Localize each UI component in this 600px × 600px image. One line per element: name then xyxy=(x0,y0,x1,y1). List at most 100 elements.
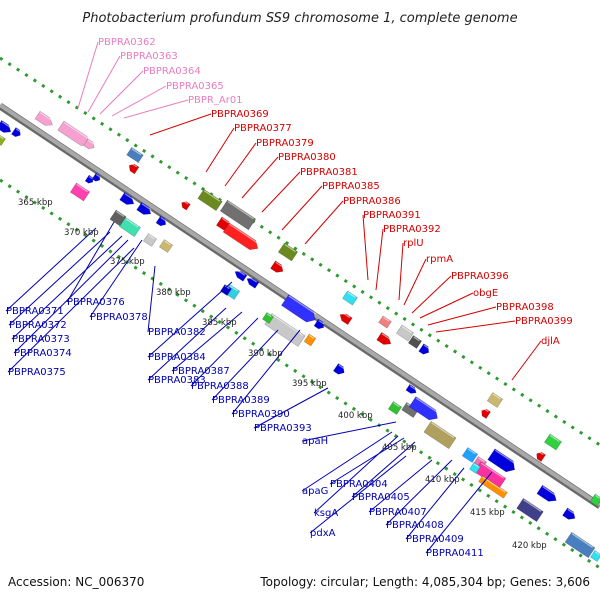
gene-blue-p xyxy=(487,448,517,473)
blue-gene-label-18[interactable]: ksgA xyxy=(314,508,338,519)
pink-gene-label-4[interactable]: PBPR_Ar01 xyxy=(188,95,243,106)
red-gene-leader-6 xyxy=(304,200,344,245)
gene-lightgray-a xyxy=(142,233,158,247)
red-gene-label-13[interactable]: PBPRA0398 xyxy=(496,302,554,313)
gene-darkgray-a xyxy=(219,199,257,231)
blue-gene-leader-17 xyxy=(329,437,405,485)
pink-gene-leader-4 xyxy=(123,99,189,119)
blue-gene-leader-4 xyxy=(7,247,135,373)
blue-gene-label-1[interactable]: PBPRA0372 xyxy=(9,320,67,331)
red-gene-label-3[interactable]: PBPRA0380 xyxy=(278,152,336,163)
gene-blue-f xyxy=(136,201,152,215)
gene-tan-b xyxy=(486,392,504,408)
kbp-tick-11: 420 kbp xyxy=(512,541,547,551)
blue-gene-leader-8 xyxy=(147,281,233,358)
gene-skyblue-a xyxy=(461,447,479,463)
blue-gene-label-12[interactable]: PBPRA0389 xyxy=(212,395,270,406)
red-gene-leader-7 xyxy=(362,214,369,281)
blue-gene-label-16[interactable]: apaG xyxy=(302,486,328,497)
gene-pink-1 xyxy=(34,110,54,126)
red-gene-label-2[interactable]: PBPRA0379 xyxy=(256,138,314,149)
red-gene-leader-3 xyxy=(241,156,279,199)
blue-gene-label-5[interactable]: PBPRA0376 xyxy=(67,297,125,308)
gene-pink-3 xyxy=(83,138,95,150)
blue-gene-label-9[interactable]: PBPRA0383 xyxy=(148,375,206,386)
blue-gene-leader-5 xyxy=(66,221,115,303)
gene-features xyxy=(0,110,600,562)
red-gene-leader-2 xyxy=(224,142,257,187)
blue-gene-label-11[interactable]: PBPRA0388 xyxy=(191,381,249,392)
blue-gene-label-7[interactable]: PBPRA0382 xyxy=(148,327,206,338)
red-gene-label-1[interactable]: PBPRA0377 xyxy=(234,123,292,134)
red-gene-label-8[interactable]: PBPRA0392 xyxy=(383,224,441,235)
red-gene-leader-8 xyxy=(375,228,384,291)
kbp-tick-1: 370 kbp xyxy=(64,228,99,238)
pink-gene-label-3[interactable]: PBPRA0365 xyxy=(166,81,224,92)
blue-gene-label-24[interactable]: PBPRA0411 xyxy=(426,548,484,559)
gene-olive-d xyxy=(423,420,457,450)
blue-gene-leader-2 xyxy=(11,235,123,340)
blue-gene-label-20[interactable]: pdxA xyxy=(310,528,336,539)
red-gene-label-5[interactable]: PBPRA0385 xyxy=(322,181,380,192)
inner-dotted-track xyxy=(0,178,600,570)
blue-gene-label-8[interactable]: PBPRA0384 xyxy=(148,352,206,363)
kbp-tick-3: 380 kbp xyxy=(156,288,191,298)
red-gene-label-4[interactable]: PBPRA0381 xyxy=(300,167,358,178)
kbp-tick-8: 405 kbp xyxy=(382,443,417,453)
blue-gene-label-23[interactable]: PBPRA0409 xyxy=(406,534,464,545)
pink-gene-label-2[interactable]: PBPRA0364 xyxy=(143,66,201,77)
blue-gene-leader-20 xyxy=(309,455,407,534)
gene-blue-i xyxy=(246,276,260,289)
kbp-tick-0: 365 kbp xyxy=(18,198,53,208)
blue-gene-label-10[interactable]: PBPRA0387 xyxy=(172,366,230,377)
gene-cyan-d xyxy=(590,550,600,562)
blue-gene-leader-12 xyxy=(211,329,279,401)
red-gene-label-12[interactable]: obgE xyxy=(473,288,498,299)
gene-lightgray-c xyxy=(395,324,415,342)
blue-gene-label-15[interactable]: apaH xyxy=(302,436,328,447)
gene-red-f xyxy=(339,312,353,326)
blue-gene-label-6[interactable]: PBPRA0378 xyxy=(90,312,148,323)
red-gene-label-15[interactable]: djlA xyxy=(541,336,560,347)
red-gene-label-11[interactable]: PBPRA0396 xyxy=(451,271,509,282)
gene-blue-n xyxy=(408,396,439,421)
blue-gene-label-4[interactable]: PBPRA0375 xyxy=(8,367,66,378)
gene-blue-g xyxy=(155,215,167,227)
blue-gene-label-13[interactable]: PBPRA0390 xyxy=(232,409,290,420)
blue-gene-label-3[interactable]: PBPRA0374 xyxy=(14,348,72,359)
red-gene-label-14[interactable]: PBPRA0399 xyxy=(515,316,573,327)
red-gene-leader-13 xyxy=(427,306,497,326)
blue-gene-label-19[interactable]: PBPRA0405 xyxy=(352,492,410,503)
pink-gene-label-1[interactable]: PBPRA0363 xyxy=(120,51,178,62)
red-gene-label-7[interactable]: PBPRA0391 xyxy=(363,210,421,221)
pink-gene-leader-0 xyxy=(77,41,99,109)
red-gene-leader-15 xyxy=(511,340,542,381)
red-gene-label-10[interactable]: rpmA xyxy=(426,254,453,265)
blue-gene-label-22[interactable]: PBPRA0408 xyxy=(386,520,444,531)
blue-gene-label-17[interactable]: PBPRA0404 xyxy=(330,479,388,490)
blue-gene-leader-19 xyxy=(351,441,416,498)
map-title: Photobacterium profundum SS9 chromosome … xyxy=(82,11,517,26)
gene-indigo-a xyxy=(516,497,544,523)
gene-navy-a xyxy=(220,284,232,296)
gene-olive-c xyxy=(277,242,299,262)
red-gene-label-0[interactable]: PBPRA0369 xyxy=(211,109,269,120)
gene-blue-e xyxy=(119,191,135,205)
blue-gene-label-21[interactable]: PBPRA0407 xyxy=(369,507,427,518)
gene-teal-a xyxy=(119,217,141,237)
pink-gene-label-0[interactable]: PBPRA0362 xyxy=(98,37,156,48)
gene-blue-k xyxy=(313,318,325,330)
red-gene-label-9[interactable]: rplU xyxy=(403,238,424,249)
blue-gene-leader-18 xyxy=(313,435,399,514)
kbp-tick-5: 390 kbp xyxy=(248,349,283,359)
blue-gene-label-0[interactable]: PBPRA0371 xyxy=(6,306,64,317)
gene-blue-m xyxy=(418,343,430,355)
red-gene-label-6[interactable]: PBPRA0386 xyxy=(343,196,401,207)
blue-gene-label-2[interactable]: PBPRA0373 xyxy=(12,334,70,345)
blue-gene-leader-7 xyxy=(147,265,156,333)
blue-gene-label-14[interactable]: PBPRA0393 xyxy=(254,423,312,434)
blue-gene-leader-22 xyxy=(385,459,453,526)
kbp-tick-10: 415 kbp xyxy=(470,508,505,518)
gene-blue-c xyxy=(84,174,94,184)
